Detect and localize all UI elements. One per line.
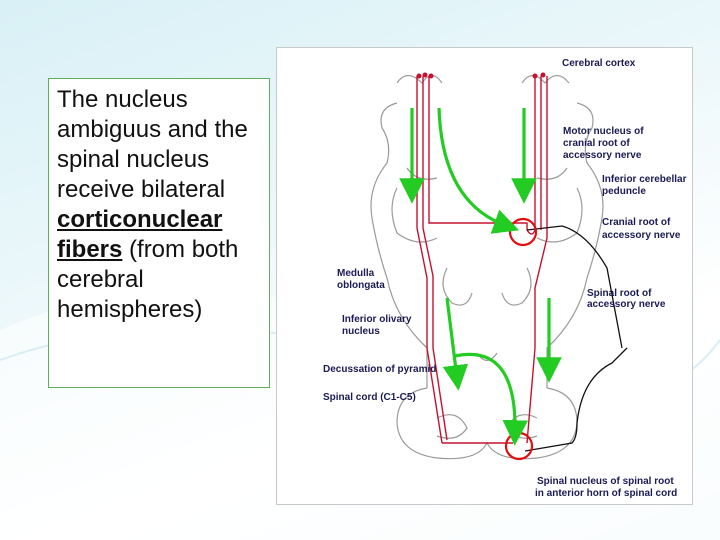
arrow-left-down-lower — [442, 297, 469, 391]
label-inf-olivary-1: Inferior olivary — [342, 314, 412, 325]
label-spinal-root-1: Spinal root of — [587, 288, 652, 299]
corticonuclear-fibers-term: corticonuclear fibers — [57, 206, 223, 263]
accessory-nerve-diagram: Cerebral cortex Motor nucleus of cranial… — [276, 47, 693, 505]
label-inf-cerebellar-2: peduncle — [602, 186, 646, 197]
cerebral-cortex-sketch — [396, 74, 570, 84]
green-arrows — [399, 107, 562, 446]
label-cerebral-cortex: Cerebral cortex — [562, 58, 636, 69]
label-medulla-1: Medulla — [337, 268, 375, 279]
label-spinal-nucleus-2: in anterior horn of spinal cord — [535, 488, 677, 499]
label-motor-nucleus-3: accessory nerve — [563, 150, 642, 161]
label-inf-cerebellar-1: Inferior cerebellar — [602, 174, 687, 185]
label-inf-olivary-2: nucleus — [342, 326, 380, 337]
slide-text-box: The nucleus ambiguus and the spinal nucl… — [48, 78, 270, 388]
cortex-neurons — [416, 72, 546, 79]
diagram-labels: Cerebral cortex Motor nucleus of cranial… — [323, 58, 687, 499]
label-spinal-cord: Spinal cord (C1-C5) — [323, 392, 416, 403]
arrow-curve-to-spinal-nucleus — [454, 352, 529, 446]
label-cranial-root-1: Cranial root of — [602, 217, 671, 228]
label-motor-nucleus-1: Motor nucleus of — [563, 126, 644, 137]
label-motor-nucleus-2: cranial root of — [563, 138, 630, 149]
accessory-nerve-fibers — [524, 225, 628, 452]
label-medulla-2: oblongata — [337, 280, 385, 291]
label-decussation: Decussation of pyramid — [323, 364, 436, 375]
corticonuclear-tracts — [416, 76, 548, 444]
body-text-part2: (from both cerebral hemispheres) — [57, 236, 239, 323]
label-cranial-root-2: accessory nerve — [602, 230, 681, 241]
body-text-part1: The nucleus ambiguus and the spinal nucl… — [57, 86, 248, 203]
label-spinal-nucleus-1: Spinal nucleus of spinal root — [537, 476, 674, 487]
label-spinal-root-2: accessory nerve — [587, 299, 666, 310]
arrow-curve-to-motor-nucleus — [437, 107, 520, 234]
